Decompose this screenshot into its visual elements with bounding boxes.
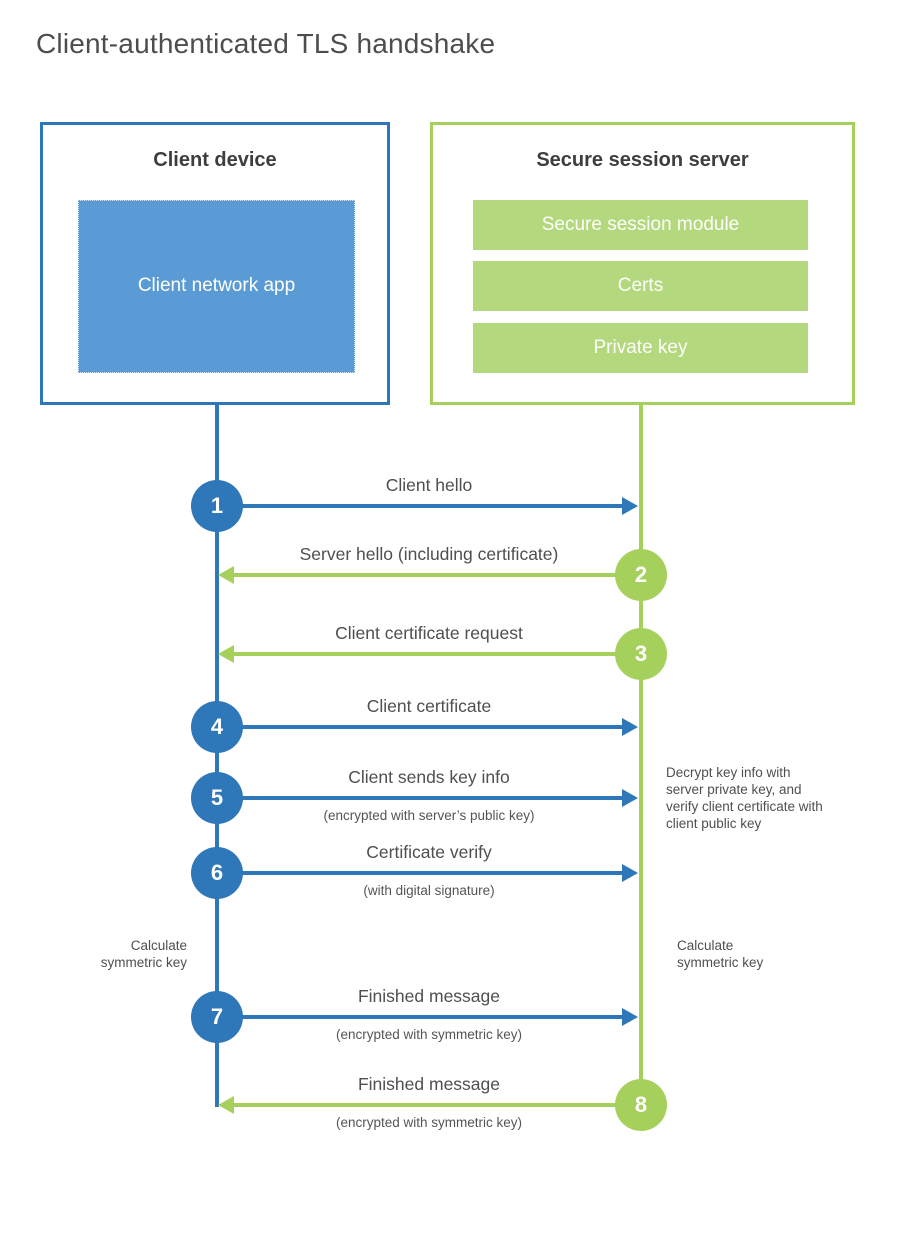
arrow-left-icon xyxy=(218,566,234,584)
server-module-certs: Certs xyxy=(473,261,808,311)
step-label: Finished message xyxy=(357,1074,501,1094)
arrow-left-icon xyxy=(218,1096,234,1114)
arrow-right-icon xyxy=(622,789,638,807)
arrow-right-icon xyxy=(622,1008,638,1026)
step-label: Server hello (including certificate) xyxy=(299,544,559,564)
client-network-app-label: Client network app xyxy=(137,275,296,297)
server-module-private-key: Private key xyxy=(473,323,808,373)
client-lifeline xyxy=(215,405,219,1107)
arrow-left-icon xyxy=(218,645,234,663)
step-sublabel: (encrypted with server’s public key) xyxy=(323,808,535,823)
arrow-line xyxy=(217,1015,623,1019)
note-server-calculate-symmetric-key: Calculate symmetric key xyxy=(677,938,764,970)
arrow-line xyxy=(217,504,623,508)
arrow-line xyxy=(217,725,623,729)
arrow-line xyxy=(217,796,623,800)
step-label: Client hello xyxy=(385,475,473,495)
step-sublabel: (with digital signature) xyxy=(363,883,495,898)
arrow-line xyxy=(233,652,639,656)
step-label: Client certificate xyxy=(366,696,492,716)
page-title: Client-authenticated TLS handshake xyxy=(36,28,496,59)
arrow-line xyxy=(217,871,623,875)
server-lifeline xyxy=(639,405,643,1105)
arrow-right-icon xyxy=(622,864,638,882)
server-title: Secure session server xyxy=(536,149,749,171)
step-label: Finished message xyxy=(357,986,501,1006)
note-decrypt-key-info: Decrypt key info with server private key… xyxy=(666,765,823,831)
arrow-line xyxy=(233,573,639,577)
arrow-right-icon xyxy=(622,497,638,515)
secure-session-server-box: Secure session server Secure session mod… xyxy=(430,122,855,405)
arrow-line xyxy=(233,1103,639,1107)
step-label: Client sends key info xyxy=(348,767,510,787)
server-module-secure-session: Secure session module xyxy=(473,200,808,250)
step-label: Client certificate request xyxy=(335,623,523,643)
step-sublabel: (encrypted with symmetric key) xyxy=(335,1027,523,1042)
step-sublabel: (encrypted with symmetric key) xyxy=(335,1115,523,1130)
client-device-title: Client device xyxy=(153,149,277,171)
note-client-calculate-symmetric-key: Calculate symmetric key xyxy=(100,938,187,970)
step-label: Certificate verify xyxy=(366,842,492,862)
arrow-right-icon xyxy=(622,718,638,736)
client-network-app-box: Client network app xyxy=(78,200,355,373)
client-device-box: Client device Client network app xyxy=(40,122,390,405)
